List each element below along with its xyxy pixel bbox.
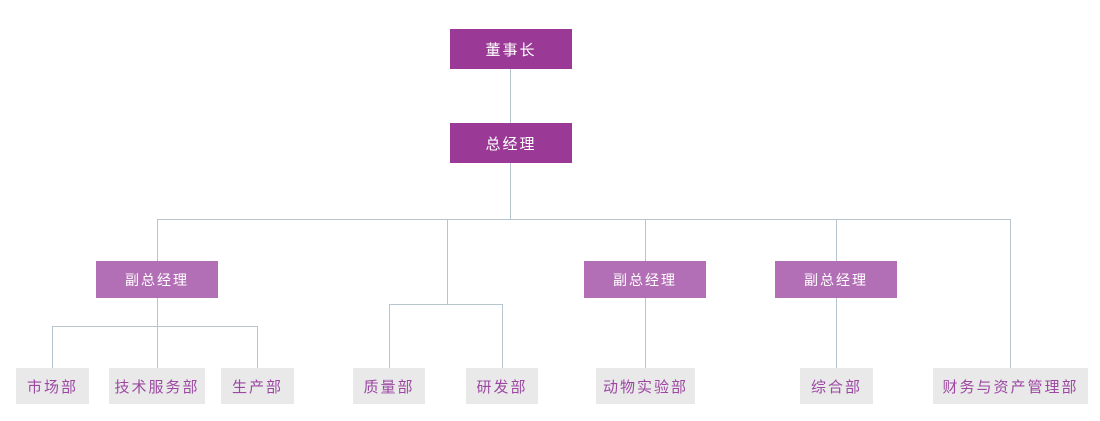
org-node-deputy-gm-1: 副总经理 bbox=[96, 261, 218, 298]
connector-line-to-general-affairs bbox=[836, 298, 837, 368]
org-node-dept-tech-service: 技术服务部 bbox=[109, 368, 205, 404]
connector-line-to-quality bbox=[389, 304, 390, 368]
connector-line-to-deputy-3 bbox=[836, 219, 837, 261]
connector-line-to-finance-dept bbox=[1010, 219, 1011, 368]
connector-line-to-deputy-2 bbox=[645, 219, 646, 261]
connector-line-gm-trunk bbox=[510, 163, 511, 219]
org-node-deputy-gm-3: 副总经理 bbox=[775, 261, 897, 298]
org-node-dept-quality: 质量部 bbox=[353, 368, 425, 404]
org-node-chairman: 董事长 bbox=[450, 29, 572, 69]
org-node-dept-general-affairs: 综合部 bbox=[800, 368, 873, 404]
org-node-dept-marketing: 市场部 bbox=[16, 368, 89, 404]
org-node-general-manager: 总经理 bbox=[450, 123, 572, 163]
connector-line-to-production bbox=[257, 326, 258, 368]
connector-line-to-rnd bbox=[502, 304, 503, 368]
connector-line-deputy1-drop bbox=[157, 298, 158, 326]
connector-line-mid-branch bbox=[389, 304, 502, 305]
connector-line-main-horizontal bbox=[157, 219, 1010, 220]
connector-line-to-marketing bbox=[52, 326, 53, 368]
connector-line-to-animal-lab bbox=[645, 298, 646, 368]
connector-line-left-branch bbox=[52, 326, 257, 327]
connector-line-to-deputy-1 bbox=[157, 219, 158, 261]
org-node-dept-rnd: 研发部 bbox=[466, 368, 538, 404]
org-node-dept-finance-assets: 财务与资产管理部 bbox=[933, 368, 1088, 404]
org-node-deputy-gm-2: 副总经理 bbox=[584, 261, 706, 298]
connector-line-to-mid-branch bbox=[447, 219, 448, 304]
connector-line-chairman-gm bbox=[510, 69, 511, 123]
org-node-dept-production: 生产部 bbox=[221, 368, 294, 404]
org-node-dept-animal-lab: 动物实验部 bbox=[596, 368, 695, 404]
connector-line-to-tech-service bbox=[157, 326, 158, 368]
